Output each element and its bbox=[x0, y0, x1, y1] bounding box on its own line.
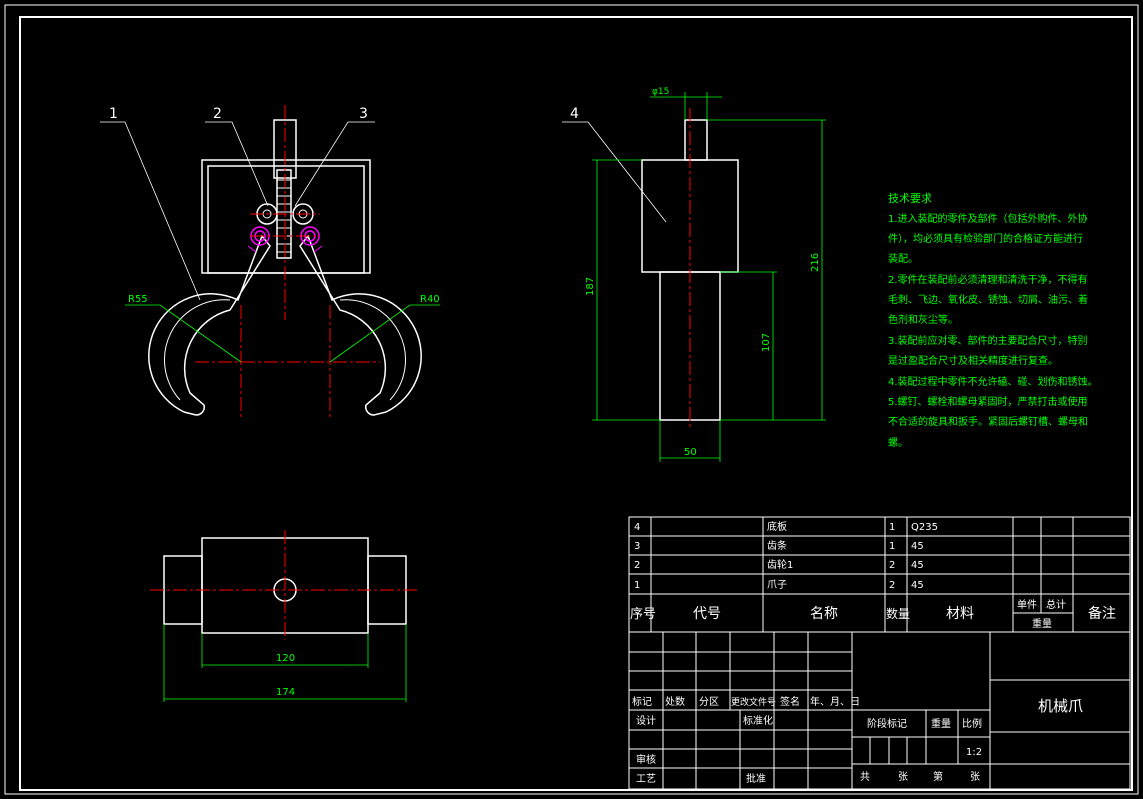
weight-label: 重量 bbox=[931, 717, 951, 730]
rev-label: 分区 bbox=[699, 696, 719, 708]
rack-teeth bbox=[277, 179, 291, 253]
title-block-text: 标记 处数 分区 更改文件号 签名 年、月、日 设计 标准化 审核 工艺 批准 … bbox=[632, 695, 1083, 785]
process-label: 工艺 bbox=[636, 773, 656, 785]
bom-name: 齿轮1 bbox=[767, 558, 793, 571]
tech-line: 件），均必须具有检验部门的合格证方能进行 bbox=[888, 232, 1083, 245]
title-block-grid bbox=[628, 631, 1131, 790]
bom-table bbox=[628, 516, 1131, 633]
bom-qty: 1 bbox=[889, 522, 895, 533]
scale-value: 1:2 bbox=[966, 747, 982, 758]
bom-material: 45 bbox=[911, 541, 924, 552]
dim-107: 107 bbox=[761, 333, 772, 352]
bom-rows: 4 底板 1 Q235 3 齿条 1 45 2 齿轮1 2 45 1 爪子 2 … bbox=[634, 520, 938, 591]
drawing-title: 机械爪 bbox=[1038, 697, 1083, 715]
front-radius-dims bbox=[125, 304, 440, 363]
rev-label: 年、月、日 bbox=[810, 695, 860, 708]
tech-line: 毛刺、飞边、氧化皮、锈蚀、切屑、油污、着 bbox=[888, 293, 1088, 306]
bom-no: 3 bbox=[634, 541, 640, 552]
bom-material: Q235 bbox=[911, 522, 938, 533]
standardization-label: 标准化 bbox=[743, 714, 773, 727]
dim-174: 174 bbox=[276, 687, 295, 698]
sheet-unit-2: 张 bbox=[970, 771, 980, 783]
bom-name: 齿条 bbox=[767, 539, 787, 552]
dim-r55: R55 bbox=[128, 294, 148, 305]
bom-header-qty: 数量 bbox=[886, 606, 910, 621]
dim-phi15: φ15 bbox=[652, 87, 669, 97]
tech-line: 2.零件在装配前必须清理和清洗干净，不得有 bbox=[888, 273, 1088, 286]
approve-label: 批准 bbox=[746, 772, 766, 785]
bom-qty: 1 bbox=[889, 541, 895, 552]
tech-line: 是过盈配合尺寸及相关精度进行复查。 bbox=[888, 354, 1058, 367]
callout-4: 4 bbox=[570, 106, 579, 122]
tech-line: 色剂和灰尘等。 bbox=[888, 313, 958, 326]
bom-header-weight: 重量 bbox=[1032, 617, 1052, 630]
sheet-unit-1: 张 bbox=[898, 771, 908, 783]
bom-material: 45 bbox=[911, 580, 924, 591]
inner-border bbox=[19, 16, 1133, 791]
bom-header: 序号 代号 名称 数量 材料 单件 总计 重量 备注 bbox=[630, 598, 1116, 630]
bom-qty: 2 bbox=[889, 560, 895, 571]
bom-header-material: 材料 bbox=[946, 606, 974, 622]
top-dims bbox=[163, 624, 407, 702]
claw-right bbox=[299, 234, 422, 416]
rev-label: 更改文件号 bbox=[731, 696, 776, 708]
dim-r40: R40 bbox=[420, 294, 440, 305]
rev-label: 标记 bbox=[632, 696, 652, 708]
housing-inner bbox=[207, 165, 365, 274]
tech-line: 不合适的旋具和扳手。紧固后螺钉槽、螺母和 bbox=[888, 415, 1088, 428]
callout-3: 3 bbox=[359, 106, 368, 122]
bom-header-code: 代号 bbox=[693, 606, 721, 622]
bom-no: 1 bbox=[634, 580, 640, 591]
tech-line: 5.螺钉、螺栓和螺母紧固时，严禁打击或使用 bbox=[888, 395, 1088, 408]
rev-label: 签名 bbox=[780, 695, 800, 708]
callout-1: 1 bbox=[109, 106, 118, 122]
stage-mark-label: 阶段标记 bbox=[867, 717, 907, 730]
tech-line: 3.装配前应对零、部件的主要配合尺寸，特别 bbox=[888, 334, 1088, 347]
side-dims bbox=[592, 92, 826, 462]
bom-header-unit: 单件 bbox=[1017, 599, 1037, 611]
bom-no: 2 bbox=[634, 560, 640, 571]
tech-title: 技术要求 bbox=[888, 192, 932, 205]
side-stem bbox=[684, 119, 708, 161]
rev-label: 处数 bbox=[665, 695, 685, 708]
bom-header-remark: 备注 bbox=[1088, 605, 1116, 622]
bom-header-name: 名称 bbox=[810, 606, 838, 622]
bom-name: 底板 bbox=[767, 520, 787, 533]
claw-left bbox=[148, 234, 271, 416]
bom-header-total: 总计 bbox=[1046, 598, 1066, 611]
front-view bbox=[148, 119, 422, 416]
sheets-label: 共 bbox=[860, 771, 870, 783]
check-label: 审核 bbox=[636, 753, 656, 766]
top-centerlines bbox=[150, 530, 420, 640]
bom-name: 爪子 bbox=[767, 579, 787, 591]
tech-line: 螺。 bbox=[888, 437, 908, 449]
dim-216: 216 bbox=[810, 253, 821, 272]
dim-187: 187 bbox=[585, 277, 596, 296]
tech-requirements: 技术要求 1.进入装配的零件及部件（包括外购件、外协 件），均必须具有检验部门的… bbox=[888, 192, 1098, 449]
tech-line: 4.装配过程中零件不允许磕、碰、划伤和锈蚀。 bbox=[888, 375, 1098, 388]
dim-120: 120 bbox=[276, 653, 295, 664]
bom-qty: 2 bbox=[889, 580, 895, 591]
design-label: 设计 bbox=[636, 714, 656, 727]
callout-2: 2 bbox=[213, 106, 222, 122]
side-leader bbox=[562, 121, 667, 223]
bom-no: 4 bbox=[634, 522, 640, 533]
bom-header-no: 序号 bbox=[630, 607, 656, 622]
outer-border bbox=[4, 4, 1139, 795]
dim-50: 50 bbox=[684, 447, 697, 458]
sheet-no-label: 第 bbox=[933, 770, 943, 783]
tech-line: 装配。 bbox=[888, 252, 918, 265]
scale-label: 比例 bbox=[962, 717, 982, 730]
front-leaders bbox=[100, 121, 375, 301]
front-centerlines bbox=[195, 105, 380, 420]
bom-material: 45 bbox=[911, 560, 924, 571]
housing-outer bbox=[201, 159, 371, 274]
tech-line: 1.进入装配的零件及部件（包括外购件、外协 bbox=[888, 212, 1088, 225]
